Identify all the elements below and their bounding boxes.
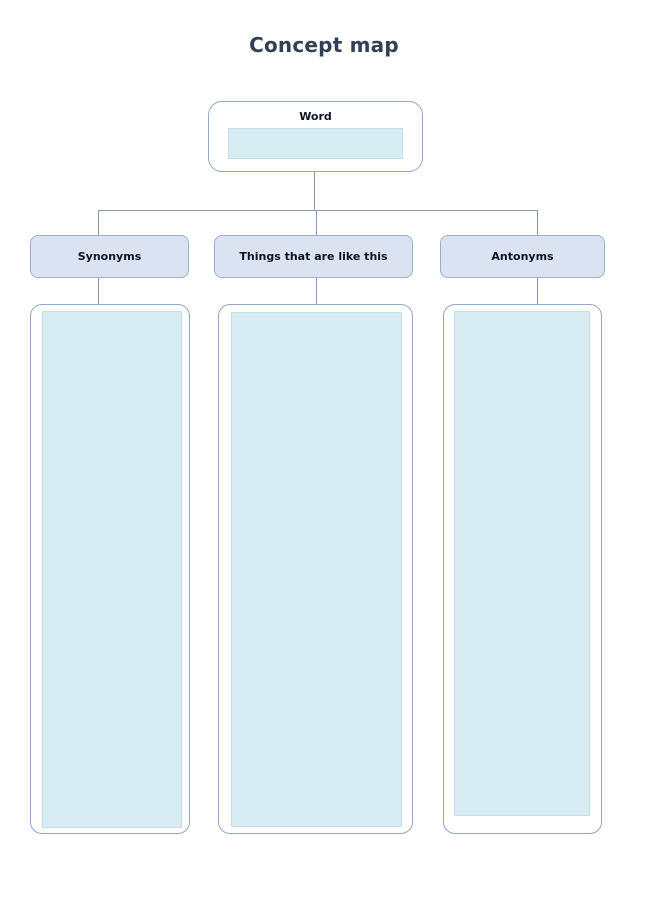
word-node-label: Word	[299, 110, 332, 123]
word-node: Word	[208, 101, 423, 172]
branch-label-like-this: Things that are like this	[214, 235, 413, 278]
like-this-field[interactable]	[231, 312, 402, 827]
word-input[interactable]	[228, 128, 403, 159]
branch-label-antonyms: Antonyms	[440, 235, 605, 278]
connector-drop-like-this	[316, 210, 317, 236]
branch-box-like-this	[218, 304, 413, 834]
branch-box-antonyms	[443, 304, 602, 834]
connector-word-trunk	[314, 172, 315, 210]
synonyms-field[interactable]	[42, 311, 182, 828]
connector-drop-synonyms	[98, 210, 99, 236]
page-title: Concept map	[249, 33, 399, 57]
antonyms-field[interactable]	[454, 311, 590, 816]
connector-like-this-box	[316, 277, 317, 305]
connector-horizontal-rail	[98, 210, 538, 211]
branch-box-synonyms	[30, 304, 190, 834]
connector-drop-antonyms	[537, 210, 538, 236]
branch-label-synonyms: Synonyms	[30, 235, 189, 278]
connector-antonyms-box	[537, 277, 538, 305]
connector-synonyms-box	[98, 277, 99, 305]
